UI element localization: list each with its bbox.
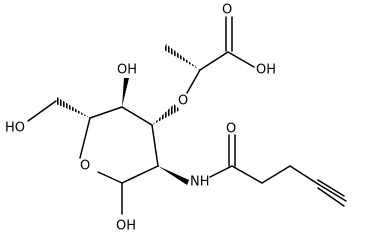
amide-o-label: O [226,122,236,137]
bond-ring-o-c1 [97,171,123,184]
bond-c4-c5 [89,106,123,119]
ether-o-label: O [178,94,188,109]
bond-triple-a [317,179,345,197]
hydroxymethyl-label: HO [5,121,25,136]
bond-ch2b-alkyne [289,165,319,185]
pyranose-ring [79,106,159,184]
bond-c5-ring-o [79,117,91,159]
bond-c1-c2 [121,165,159,184]
anomeric-hydroxyl-label: OH [116,219,136,234]
bond-ch2-oh [27,100,57,122]
bond-nh-amide-c [209,165,233,178]
acid-carbonyl-o-label: O [222,3,232,18]
bold-wedge-c2-nh [158,166,189,185]
c4-hydroxyl-label: OH [117,63,137,78]
ring-oxygen-label: O [80,159,90,174]
bond-triple-c [317,187,345,207]
bond-ch-cooh [199,51,229,71]
bold-wedge-c4-oh [122,78,129,107]
bond-ch2a-ch2b [261,165,291,184]
bond-amide-c-ch2a [231,165,263,184]
hashed-wedge-c3-o [152,104,180,125]
acid-hydroxyl-label: OH [256,63,276,78]
hashed-wedge-c5-ch2 [56,97,90,118]
bond-cooh-oh [227,51,255,68]
bond-ether-o-ch [186,69,201,94]
bond-triple-b [317,183,347,202]
hashed-wedge-ch-methyl [164,44,200,70]
amide-nh-label: NH [190,175,210,190]
bond-c2-c3 [151,124,159,167]
bond-c3-c4 [121,106,153,126]
